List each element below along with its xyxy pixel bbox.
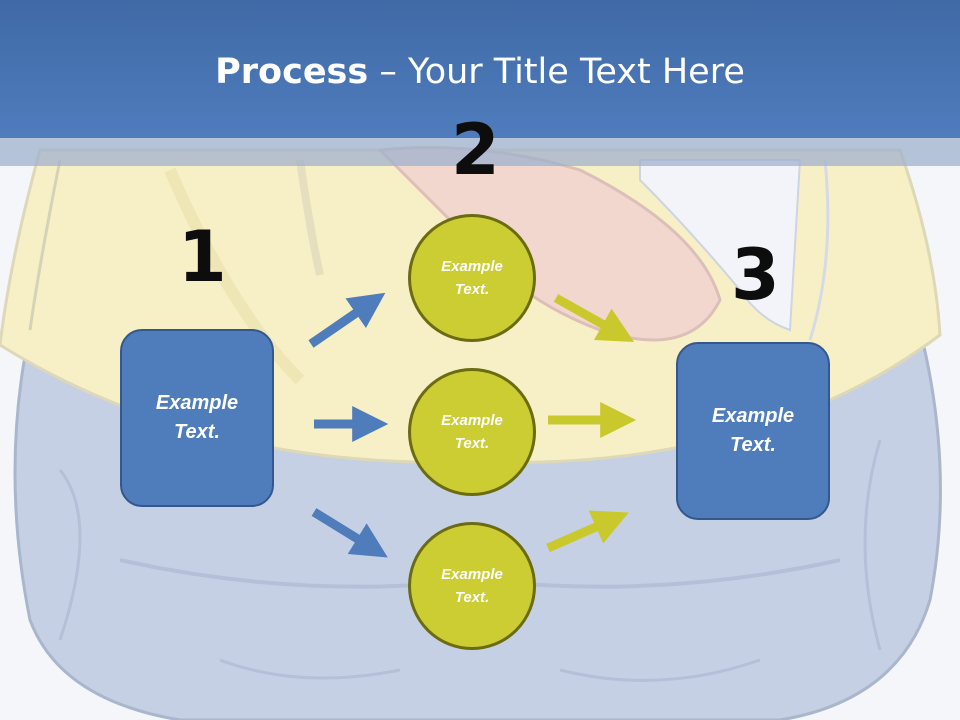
right-box-line2: Text. — [730, 434, 776, 456]
right-box: Example Text. — [676, 342, 830, 520]
left-box-line2: Text. — [174, 421, 220, 443]
step-number-2: 2 — [451, 109, 500, 191]
arrow-circle-3-to-box — [546, 510, 629, 553]
right-box-line1: Example — [711, 405, 795, 427]
arrow-box-to-circle-1 — [308, 292, 386, 348]
title-banner — [0, 0, 960, 138]
arrow-circle-1-to-box — [553, 294, 635, 342]
slide-title: Process – Your Title Text Here — [0, 52, 960, 92]
circle-3-line1: Example — [441, 566, 503, 583]
circle-1: Example Text. — [408, 214, 536, 342]
title-rest: – Your Title Text Here — [368, 52, 745, 92]
circle-3-line2: Text. — [454, 589, 490, 606]
arrow-box-to-circle-3 — [311, 508, 388, 558]
step-number-1: 1 — [178, 216, 227, 298]
circle-1-line2: Text. — [454, 281, 490, 298]
circle-1-line1: Example — [441, 258, 503, 275]
circle-2-line1: Example — [441, 412, 503, 429]
left-box: Example Text. — [120, 329, 274, 507]
banner-strip — [0, 138, 960, 166]
circle-2: Example Text. — [408, 368, 536, 496]
circle-3: Example Text. — [408, 522, 536, 650]
circle-2-line2: Text. — [454, 435, 490, 452]
step-number-3: 3 — [731, 234, 780, 316]
title-bold: Process — [215, 52, 369, 92]
left-box-line1: Example — [155, 392, 239, 414]
